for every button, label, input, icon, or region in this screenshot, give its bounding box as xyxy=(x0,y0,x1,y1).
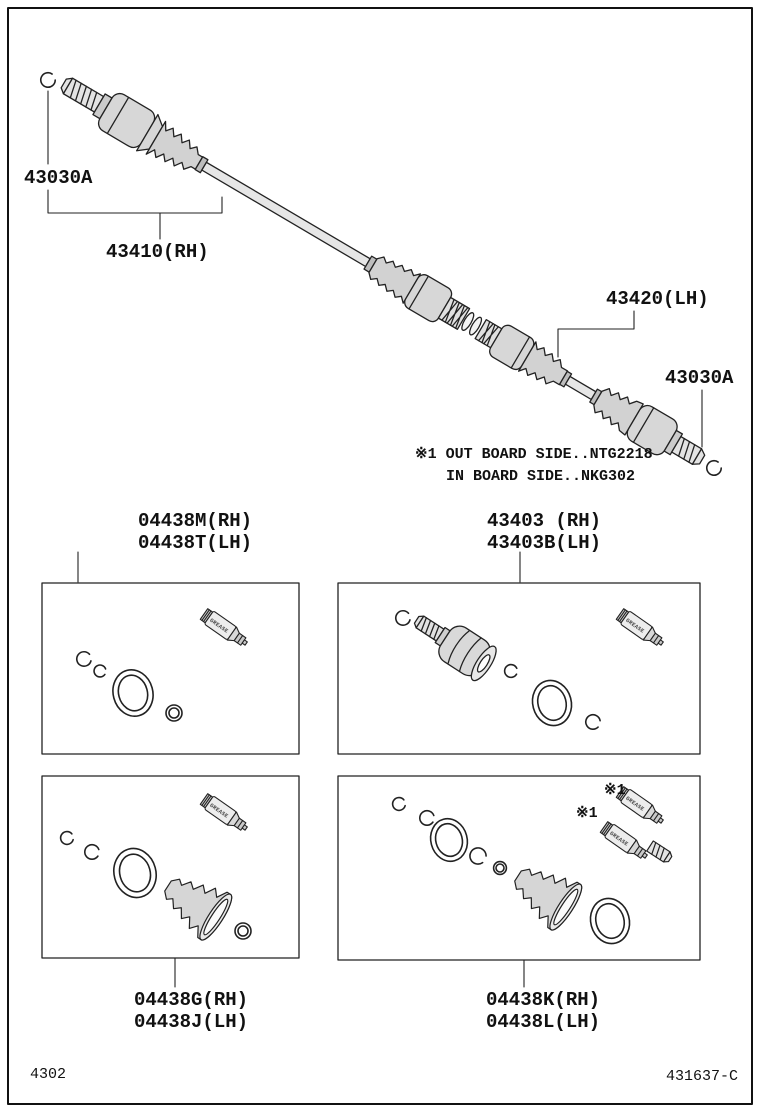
kit4-spline-stub xyxy=(646,840,673,863)
marker-ref1-side: ※1 xyxy=(576,805,598,822)
kit4-contents xyxy=(392,784,673,950)
kit3-snap-ring-2 xyxy=(82,842,102,862)
note-outboard-side: ※1 OUT BOARD SIDE..NTG2218 xyxy=(415,446,653,463)
kit2-snap-ring xyxy=(395,610,411,626)
label-kit1-lh: 04438T(LH) xyxy=(138,532,253,554)
label-snap-ring-top: 43030A xyxy=(24,167,93,189)
kit1-boot-band xyxy=(106,663,160,723)
kit3-boot-band xyxy=(106,842,164,904)
kit4-boot xyxy=(502,852,588,935)
outboard-boot-lh xyxy=(593,387,644,436)
label-kit3-rh: 04438G(RH) xyxy=(134,989,249,1011)
note-inboard-side: IN BOARD SIDE..NKG302 xyxy=(446,468,636,485)
label-kit1-rh: 04438M(RH) xyxy=(138,510,253,532)
axle-bar-rh xyxy=(201,161,371,268)
page-number: 4302 xyxy=(30,1066,67,1083)
label-shaft-lh: 43420(LH) xyxy=(606,288,709,310)
snap-ring-top-left xyxy=(38,70,58,90)
axle-bar-lh xyxy=(564,375,597,401)
kit1-snap-ring-small xyxy=(91,662,108,680)
inboard-spline-rh xyxy=(437,296,471,330)
label-kit4-lh: 04438L(LH) xyxy=(486,1011,601,1033)
kit-box-1 xyxy=(41,582,300,755)
outboard-spline-lh xyxy=(671,435,706,465)
kit4-grease-tube-2 xyxy=(598,819,652,864)
outboard-spline-rh xyxy=(60,77,105,113)
leader-shaft-lh xyxy=(557,310,635,358)
label-shaft-rh: 43410(RH) xyxy=(106,241,209,263)
kit4-boot-band-2 xyxy=(584,892,636,950)
kit-box-3 xyxy=(41,775,300,959)
spacer-rings xyxy=(461,312,483,336)
kit3-small-ring xyxy=(234,922,252,940)
kit4-snap-ring-3 xyxy=(465,843,490,868)
kit2-snap-ring-small xyxy=(502,662,520,680)
label-kit2-rh: 43403 (RH) xyxy=(487,510,602,532)
kit4-snap-ring xyxy=(392,797,406,811)
kit4-snap-ring-2 xyxy=(417,808,437,828)
leader-lines xyxy=(47,90,703,988)
kit2-inboard-joint xyxy=(413,615,497,682)
leader-shaft-rh xyxy=(47,189,223,214)
kit1-snap-ring xyxy=(76,651,92,667)
label-kit2-lh: 43403B(LH) xyxy=(487,532,602,554)
label-kit4-rh: 04438K(RH) xyxy=(486,989,601,1011)
kit-box-4 xyxy=(337,775,701,961)
kit3-snap-ring xyxy=(60,831,74,845)
kit4-small-ring xyxy=(492,860,508,876)
inboard-joint-housing-rh xyxy=(404,274,453,323)
inboard-boot-rh xyxy=(368,256,422,304)
kit1-small-ring xyxy=(165,704,183,722)
label-snap-ring-bottom: 43030A xyxy=(665,367,734,389)
kit1-contents xyxy=(76,606,252,723)
marker-ref1-top: ※1 xyxy=(604,782,626,799)
driveshaft-assembly-drawing xyxy=(38,70,724,478)
kit3-contents xyxy=(60,791,252,945)
kit3-grease-tube xyxy=(198,791,252,836)
kit2-grease-tube xyxy=(614,606,668,651)
label-kit3-lh: 04438J(LH) xyxy=(134,1011,249,1033)
kit3-boot xyxy=(152,862,238,945)
kit2-snap-ring-2 xyxy=(582,711,604,733)
inboard-joint-housing-lh xyxy=(489,324,535,371)
kit2-boot-band xyxy=(526,674,578,732)
kit2-contents xyxy=(395,606,668,733)
page-frame xyxy=(7,7,753,1105)
snap-ring-bottom-right xyxy=(704,458,724,478)
figure-number: 431637-C xyxy=(666,1068,739,1085)
kit1-grease-tube xyxy=(198,606,252,651)
kit-box-2 xyxy=(337,582,701,755)
